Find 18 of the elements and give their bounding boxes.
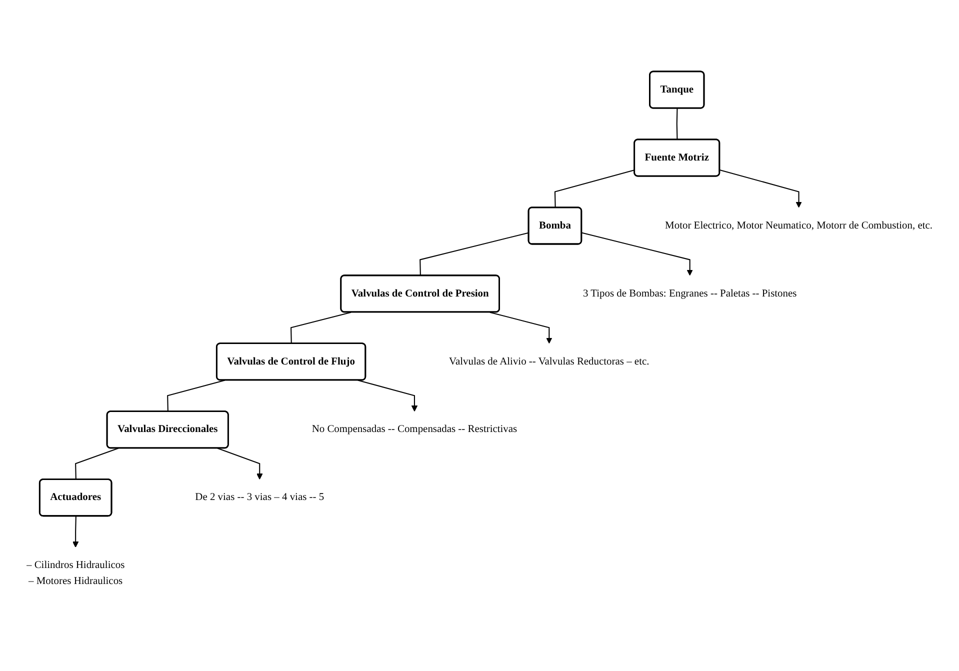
- node-text: Motor Electrico, Motor Neumatico, Motorr de Combustion, etc.: [665, 220, 933, 232]
- node-text: Valvulas de Alivio -- Valvulas Reductoras – etc.: [449, 356, 650, 368]
- connector: [554, 169, 635, 208]
- connector: [75, 448, 119, 480]
- connector: [290, 312, 352, 344]
- arrow: [358, 380, 418, 412]
- arrow: [217, 448, 263, 480]
- arrow: [490, 312, 552, 344]
- node-text: – Cilindros Hidraulicos – Motores Hidraulicos: [26, 560, 125, 587]
- arrow: [720, 169, 802, 208]
- connector: [676, 108, 678, 140]
- node-text: No Compensadas -- Compensadas -- Restrictivas: [312, 424, 518, 436]
- node-text: De 2 vias -- 3 vias – 4 vias -- 5: [195, 492, 324, 503]
- arrow: [582, 232, 693, 276]
- connector: [167, 380, 226, 412]
- connector: [420, 232, 529, 276]
- node-text: 3 Tipos de Bombas: Engranes -- Paletas -- Pistones: [582, 288, 797, 300]
- arrow: [72, 516, 79, 548]
